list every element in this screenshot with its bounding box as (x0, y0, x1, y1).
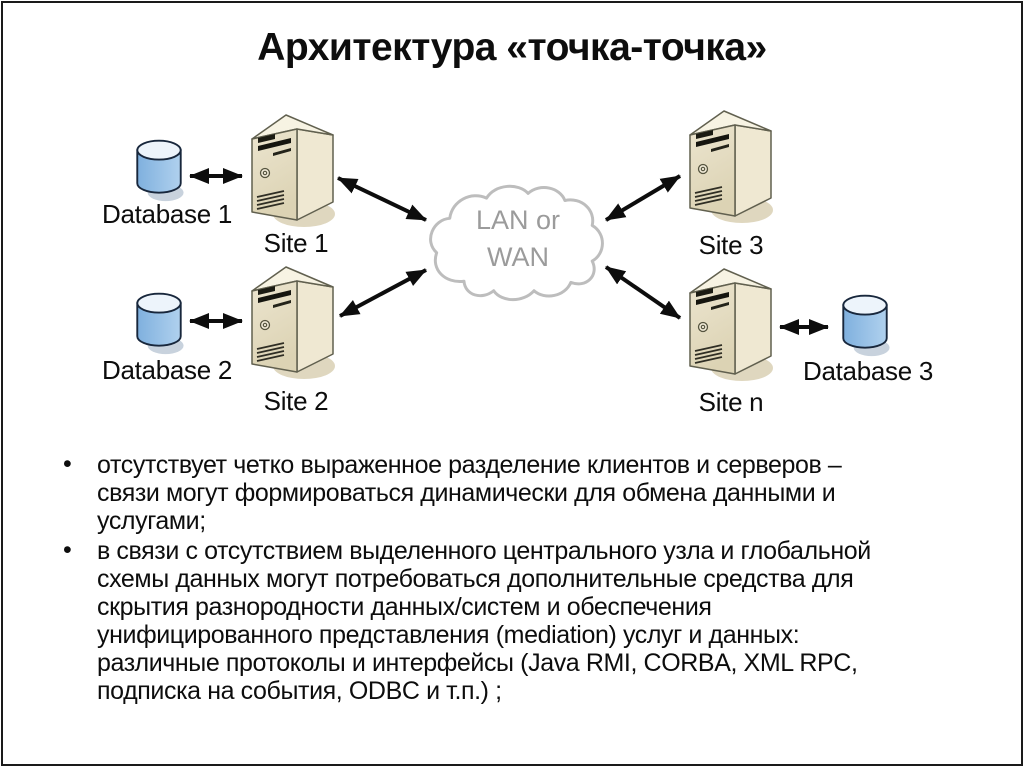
server-icon (246, 112, 338, 230)
bullet-marker: • (63, 536, 72, 564)
bullet-text: в связи с отсутствием выделенного центра… (97, 537, 871, 705)
node-label-database1: Database 1 (102, 199, 232, 229)
bullet-marker: • (63, 450, 72, 478)
database-icon (836, 291, 894, 359)
database-icon (130, 136, 188, 204)
bullet-item: • в связи с отсутствием выделенного цент… (60, 536, 1000, 705)
connection-arrows (189, 168, 829, 335)
server-icon (246, 264, 338, 382)
cloud-icon (429, 184, 604, 302)
node-label-database3: Database 3 (803, 356, 933, 386)
bullet-item: • отсутствует четко выраженное разделени… (60, 450, 1000, 535)
architecture-diagram: LAN or WAN Database 1 Site 1 Database 2 … (102, 0, 933, 417)
server-icon (684, 108, 776, 226)
node-label-site1: Site 1 (263, 228, 329, 258)
node-label-site2: Site 2 (263, 386, 329, 416)
cloud-label: LAN or WAN (475, 205, 561, 272)
database-icon (130, 289, 188, 357)
page-title: Архитектура «точка-точка» (257, 26, 767, 69)
node-label-siten: Site n (698, 387, 764, 417)
network-cloud: LAN or WAN (426, 184, 610, 312)
server-icon (684, 266, 776, 384)
bullet-text: отсутствует четко выраженное разделение … (97, 451, 842, 535)
node-label-site3: Site 3 (698, 230, 764, 260)
node-label-database2: Database 2 (102, 355, 232, 385)
bullet-list: • отсутствует четко выраженное разделени… (60, 450, 1000, 707)
